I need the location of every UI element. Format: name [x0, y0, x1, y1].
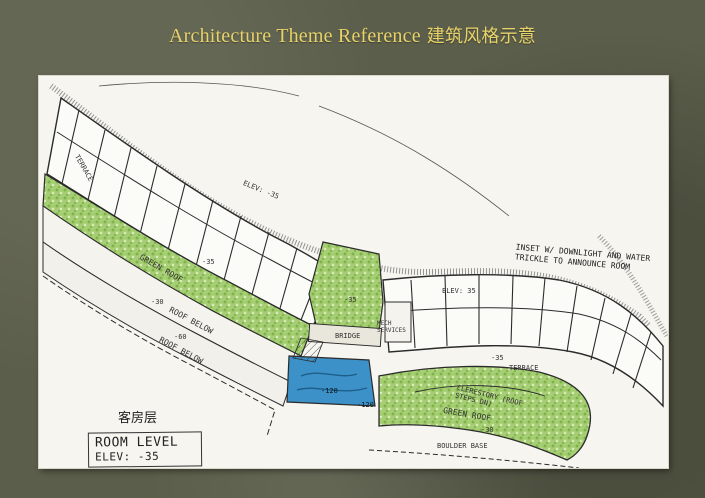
roof-below-band-2: [42, 241, 292, 407]
label-pool-dim-2: -120: [357, 401, 374, 409]
room-level-title: ROOM LEVEL: [94, 434, 179, 451]
ground-line-left: [42, 275, 276, 437]
label-bridge: BRIDGE: [335, 332, 361, 340]
label-terrace-right: TERRACE: [509, 364, 539, 372]
clerestory-line: [414, 385, 546, 397]
label-roof-below-2-dim: -60: [174, 333, 187, 341]
right-green-roof: [378, 365, 592, 461]
top-arc-line: [318, 105, 510, 217]
plan-drawing: [42, 81, 668, 468]
room-level-elevation: ELEV: -35: [95, 449, 160, 464]
right-room-wing: [382, 274, 664, 408]
label-green-roof-left-dim: -35: [202, 258, 215, 266]
label-elev-right: ELEV: 35: [442, 287, 476, 295]
mech-services-box: [384, 301, 412, 343]
room-level-box: ROOM LEVEL ELEV: -35: [87, 431, 203, 468]
stair-hatch: [292, 337, 324, 363]
label-mech-services: MECH SERVICES: [377, 320, 406, 334]
title-chinese: 建筑风格示意: [426, 26, 536, 47]
label-pool-dim-1: -120: [321, 387, 338, 395]
right-edge-hatching: [597, 234, 668, 338]
bridge-deck: [307, 322, 383, 348]
boulder-base-line: [368, 449, 580, 468]
label-terrace-right-dim: -35: [491, 354, 504, 362]
label-boulder-base: BOULDER BASE: [437, 442, 488, 450]
floor-plan-sketch: TERRACE ELEV: -35 GREEN ROOF -35 ROOF BE…: [39, 76, 668, 468]
left-arc-line: [98, 81, 300, 97]
label-elev-bridge: -35: [344, 296, 357, 304]
caption-chinese: 客房层: [118, 411, 158, 426]
left-corridor: [56, 131, 330, 291]
title-english: Architecture Theme Reference: [169, 25, 421, 47]
right-corridor: [388, 307, 662, 361]
right-room-dividers: [410, 275, 652, 389]
label-roof-below-1-dim: -30: [151, 298, 164, 306]
pool-rocks: [296, 372, 368, 392]
pool-water: [286, 355, 376, 407]
label-green-roof-right-dim: -30: [481, 426, 494, 434]
